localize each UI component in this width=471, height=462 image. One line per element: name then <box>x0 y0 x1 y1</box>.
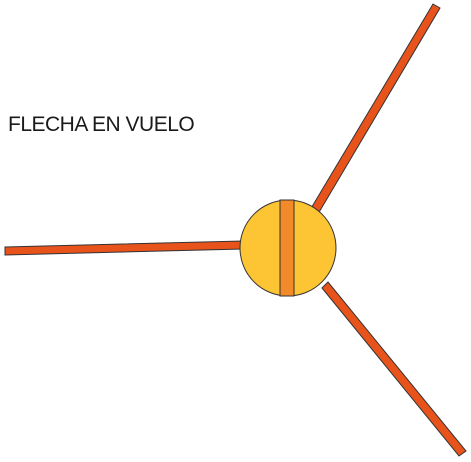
vane-left <box>4 240 244 256</box>
diagram-title: FLECHA EN VUELO <box>8 113 195 136</box>
vane-upper-right <box>309 3 441 215</box>
shaft <box>279 199 295 297</box>
vane-lower-right <box>321 281 467 457</box>
